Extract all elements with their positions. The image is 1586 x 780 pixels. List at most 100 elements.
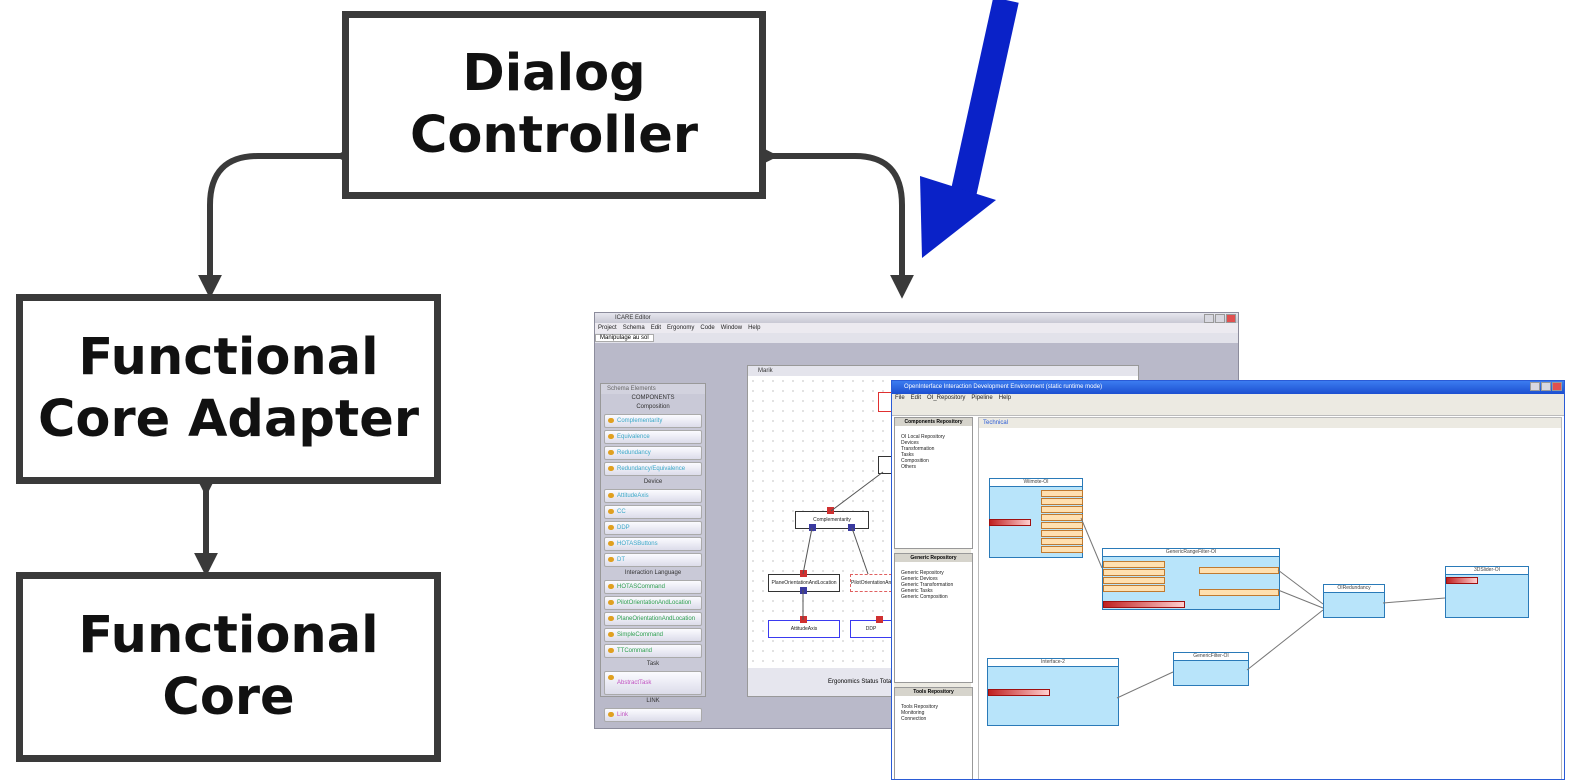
palette-group-label: Interaction Language [624, 570, 682, 576]
repository-title: Tools Repository [895, 688, 972, 696]
input-slot [989, 519, 1031, 526]
output-slot [1041, 546, 1083, 553]
repository-line: Tools Repository [901, 704, 938, 710]
component-title: OIRedundancy [1324, 585, 1384, 593]
output-slot [1041, 498, 1083, 505]
input-slot [1103, 601, 1185, 608]
oi-menu-repository: OI_Repository [927, 395, 966, 401]
output-slot [1041, 538, 1083, 545]
component-3dslider: 3DSlider-OI [1445, 566, 1529, 618]
schema-elements-palette: Schema Elements COMPONENTS Composition C… [600, 383, 706, 722]
dialog-to-screenshots-connector [754, 144, 914, 299]
icare-menu-edit: Edit [650, 325, 662, 331]
repository-title: Generic Repository [895, 554, 972, 562]
oi-tab-technical: Technical [979, 418, 1561, 428]
output-slot [1041, 522, 1083, 529]
component-title: Wiimote-OI [990, 479, 1082, 487]
repository-line: Generic Repository [901, 570, 944, 576]
functional-core-label-line1: Functional [78, 606, 379, 665]
pipeline-links [1080, 517, 1446, 699]
oi-titlebar: OpenInterface Interaction Development En… [892, 381, 1564, 394]
oi-menu-file: File [895, 395, 905, 401]
repository-line: Connection [901, 716, 927, 722]
tools-repository: Tools Repository Tools Repository Monito… [894, 687, 973, 779]
input-slot [1103, 577, 1165, 584]
repository-line: Generic Devices [901, 576, 938, 582]
oi-repositories-panel: Components Repository OI Local Repositor… [894, 417, 973, 779]
dialog-controller-label-line2: Controller [409, 106, 699, 165]
close-icon [1226, 314, 1236, 323]
input-slot [1103, 561, 1165, 568]
palette-item: TTCommand [604, 644, 702, 658]
palette-item: Link [604, 708, 702, 722]
minimize-icon [1530, 382, 1540, 391]
port [827, 507, 834, 514]
input-slot [1103, 569, 1165, 576]
component-title: GenericFilter-OI [1174, 653, 1248, 661]
functional-core-label-line2: Core [162, 668, 295, 727]
maximize-icon [1215, 314, 1225, 323]
icare-menubar: Project Schema Edit Ergonomy Code Window… [595, 323, 1238, 333]
icare-titlebar: ICARE Editor [595, 313, 1238, 323]
output-slot [1041, 506, 1083, 513]
functional-core-box: Functional Core [16, 572, 441, 762]
icare-tabbar: Manipulage au sol [595, 333, 1238, 343]
components-repository: Components Repository OI Local Repositor… [894, 417, 973, 549]
palette-item: AbstractTask [604, 671, 702, 695]
functional-core-adapter-label-line1: Functional [78, 328, 379, 387]
port [876, 616, 883, 623]
palette-group-label: LINK [646, 698, 660, 704]
palette-item: Redundancy [604, 446, 702, 460]
oi-menubar: File Edit OI_Repository Pipeline Help [892, 394, 1564, 403]
output-slot [1199, 589, 1279, 596]
canvas-title: Marik [748, 366, 1138, 376]
component-interface-2: Interface-2 [987, 658, 1119, 726]
icare-menu-project: Project [598, 325, 617, 331]
repository-line: Generic Tasks [901, 588, 933, 594]
input-slot [988, 689, 1050, 696]
icare-title: ICARE Editor [615, 315, 651, 321]
oi-menu-help: Help [998, 395, 1012, 401]
dialog-controller-box: Dialog Controller [342, 11, 766, 199]
palette-item: AttitudeAxis [604, 489, 702, 503]
palette-item: Redundancy/Equivalence [604, 462, 702, 476]
icare-menu-ergonomy: Ergonomy [667, 325, 695, 331]
generic-repository: Generic Repository Generic Repository Ge… [894, 553, 973, 683]
blue-pointer-arrow [920, 0, 1019, 258]
icare-tab: Manipulage au sol [595, 334, 654, 342]
palette-item: HOTASCommand [604, 580, 702, 594]
maximize-icon [1541, 382, 1551, 391]
palette-item: SimpleCommand [604, 628, 702, 642]
repository-line: Generic Composition [901, 594, 948, 600]
component-title: GenericRangeFilter-OI [1103, 549, 1279, 557]
output-slot [1041, 514, 1083, 521]
component-oi-redundancy: OIRedundancy [1323, 584, 1385, 618]
component-generic-filter: GenericFilter-OI [1173, 652, 1249, 686]
minimize-icon [1204, 314, 1214, 323]
output-slot [1041, 530, 1083, 537]
repository-line: Tasks [901, 452, 914, 458]
functional-core-adapter-label-line2: Core Adapter [38, 390, 419, 449]
palette-item: CC [604, 505, 702, 519]
icare-menu-window: Window [720, 325, 743, 331]
palette-item: Complementarity [604, 414, 702, 428]
input-slot [1446, 577, 1478, 584]
icare-menu-help: Help [748, 325, 761, 331]
repository-line: Others [901, 464, 917, 470]
palette-item: HOTASButtons [604, 537, 702, 551]
icare-menu-code: Code [700, 325, 715, 331]
palette-item: DT [604, 553, 702, 567]
functional-core-adapter-box: Functional Core Adapter [16, 294, 441, 484]
repository-line: Generic Transformation [901, 582, 954, 588]
palette-group-label: Composition [636, 404, 670, 410]
repository-line: Monitoring [901, 710, 925, 716]
openinterface-screenshot: OpenInterface Interaction Development En… [891, 380, 1565, 780]
component-title: Interface-2 [988, 659, 1118, 667]
oi-pipeline-canvas: Technical Wiimote-OI GenericRangeFilter-… [978, 417, 1562, 779]
dialog-to-adapter-connector [198, 144, 359, 299]
oi-menu-edit: Edit [910, 395, 922, 401]
palette-item: DDP [604, 521, 702, 535]
palette-item: Equivalence [604, 430, 702, 444]
palette-item: PilotOrientationAndLocation [604, 596, 702, 610]
